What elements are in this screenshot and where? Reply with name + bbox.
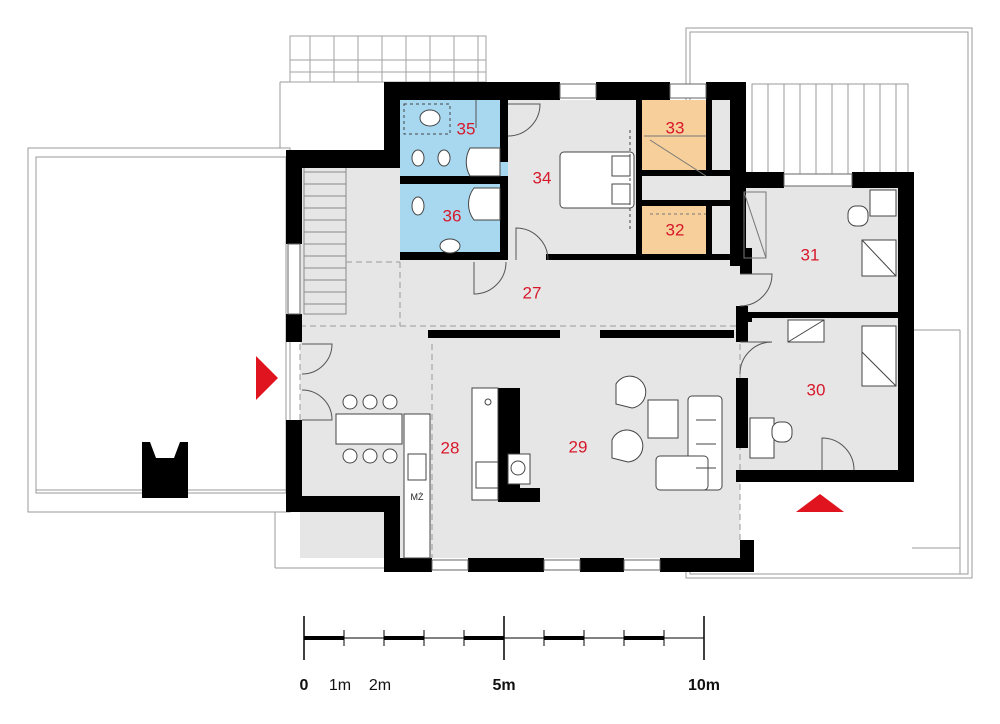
floor-wardrobe-32 bbox=[640, 204, 710, 254]
windows bbox=[287, 83, 853, 571]
bathroom-fixtures bbox=[403, 103, 501, 254]
floor-wardrobe-hall bbox=[640, 172, 732, 204]
right-balcony-slats bbox=[751, 83, 909, 177]
microwave-label: MŻ bbox=[411, 492, 424, 502]
scale-label-10m: 10m bbox=[688, 677, 720, 694]
bedroom-furniture bbox=[559, 130, 635, 230]
study-furniture bbox=[749, 189, 897, 459]
room-label-28: 28 bbox=[441, 438, 460, 457]
room-label-36: 36 bbox=[443, 206, 462, 225]
room-label-33: 33 bbox=[666, 118, 685, 137]
entrance-arrow-bottom bbox=[796, 494, 844, 512]
wardrobe-shelves bbox=[644, 135, 767, 259]
room-label-29: 29 bbox=[569, 437, 588, 456]
scale-label-1m: 1m bbox=[329, 677, 351, 694]
doors bbox=[301, 100, 855, 471]
room-label-31: 31 bbox=[801, 245, 820, 264]
scale-bar: 0 1m 2m 5m 10m bbox=[300, 616, 720, 694]
living-furniture bbox=[611, 375, 723, 491]
scale-label-5m: 5m bbox=[492, 677, 515, 694]
left-column-base bbox=[142, 442, 188, 498]
room-label-30: 30 bbox=[807, 380, 826, 399]
room-label-34: 34 bbox=[533, 168, 552, 187]
kitchen-furniture bbox=[335, 387, 531, 559]
entrance-arrow-left bbox=[256, 356, 278, 400]
scale-label-2m: 2m bbox=[369, 677, 391, 694]
scale-label-0: 0 bbox=[300, 677, 309, 694]
zone-dividers bbox=[299, 261, 741, 558]
top-pergola bbox=[289, 35, 487, 83]
room-label-27: 27 bbox=[523, 283, 542, 302]
room-label-35: 35 bbox=[457, 119, 476, 138]
room-label-32: 32 bbox=[666, 220, 685, 239]
room-labels: 27 28 29 30 31 32 33 34 35 36 bbox=[441, 118, 826, 457]
